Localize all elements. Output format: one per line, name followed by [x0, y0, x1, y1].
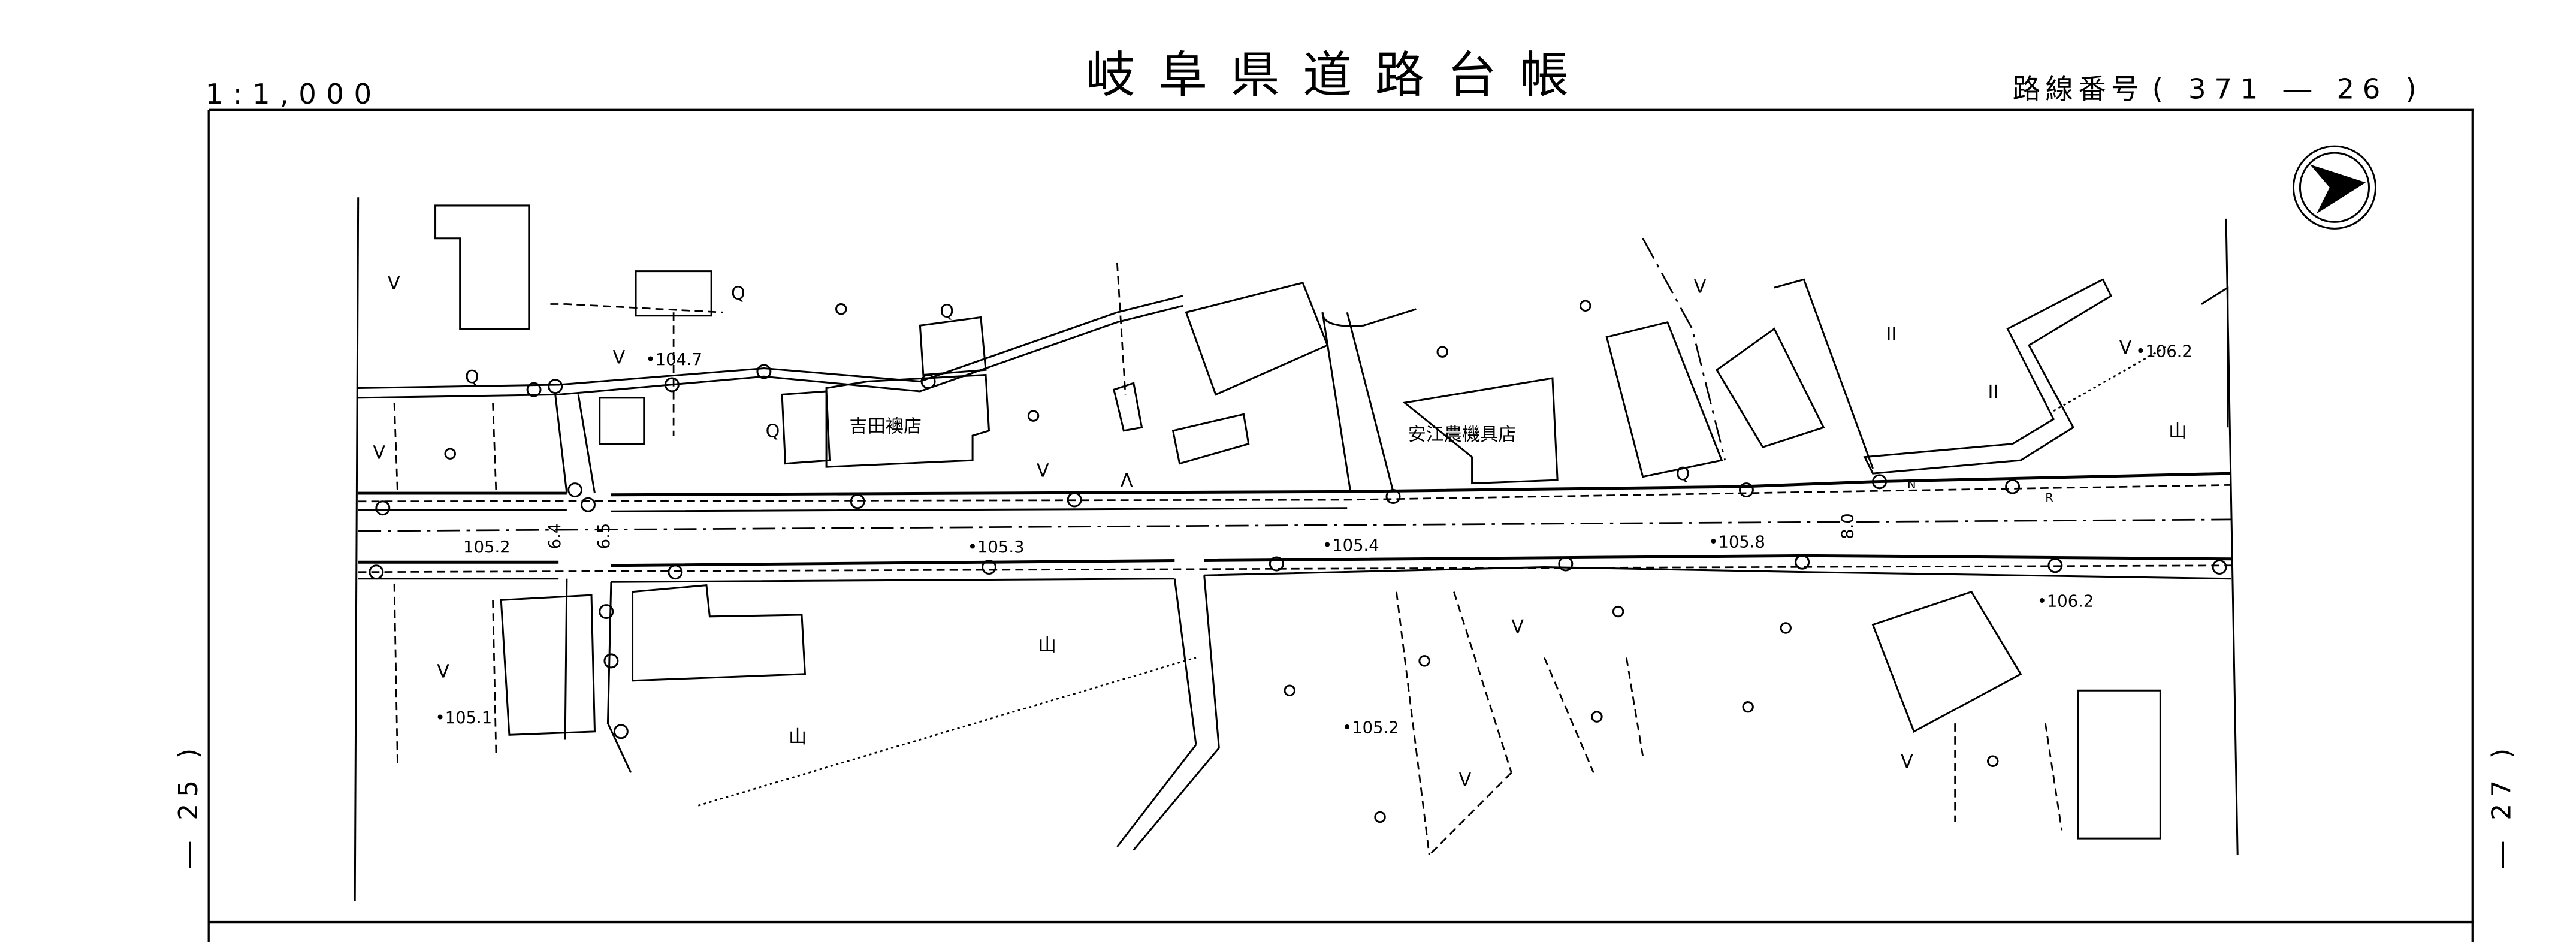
tree-symbol: Q: [731, 283, 745, 304]
pole-symbol-n: N: [1907, 478, 1916, 491]
side-streets: [358, 295, 1417, 851]
parcel-boundaries: [393, 238, 2169, 856]
land-use-symbols: V V V V V V V V V V Q Q Q Q Q II II 山 山 …: [373, 273, 2187, 791]
elevation-label: •105.4: [1322, 536, 1379, 555]
elevation-points: •104.7 105.2 •105.3 •105.4 •105.8 •106.2…: [436, 342, 2193, 737]
field-symbol: V: [1694, 276, 1707, 297]
shop-label-yasue: 安江農機具店: [1408, 424, 1517, 445]
paddy-symbol: II: [1886, 324, 1896, 345]
field-symbol: V: [388, 273, 400, 294]
main-road: [358, 472, 2231, 583]
field-symbol: V: [437, 661, 449, 682]
route-number-label: 路線番号: [2013, 73, 2144, 105]
field-symbol: V: [2119, 337, 2132, 358]
field-symbol: V: [1511, 617, 1524, 638]
field-symbol: V: [373, 442, 385, 463]
elevation-label: •105.8: [1708, 533, 1765, 552]
elevation-label: •105.1: [436, 709, 493, 727]
next-sheet-ref[interactable]: ― 27 ): [2486, 742, 2517, 868]
elevation-label: 105.2: [463, 538, 510, 557]
tree-symbol: Q: [766, 421, 780, 442]
shop-label-yoshida: 吉田襖店: [849, 416, 922, 437]
tree-symbol: Q: [1676, 464, 1690, 485]
elevation-label: •106.2: [2037, 592, 2094, 611]
scale-label: 1:1,000: [206, 78, 382, 110]
previous-sheet-ref[interactable]: ― 25 ): [173, 742, 204, 868]
road-width-label: 8.0: [1839, 513, 1858, 539]
field-symbol: V: [1901, 751, 1913, 772]
road-width-label: 6.4: [546, 523, 564, 550]
north-arrow-icon: [2292, 145, 2377, 230]
route-number-value: ( 371 ― 26 ): [2152, 73, 2425, 105]
field-symbol: V: [1037, 461, 1049, 482]
wasteland-symbol: 山: [1038, 635, 1056, 656]
elevation-label: •105.3: [968, 538, 1025, 557]
elevation-label: •104.7: [645, 351, 702, 369]
shrine-symbol: Λ: [1121, 470, 1133, 491]
field-symbol: V: [1459, 769, 1472, 790]
tree-markers: [444, 300, 1999, 823]
wasteland-symbol: 山: [789, 727, 807, 748]
buildings: [434, 204, 2229, 840]
wasteland-symbol: 山: [2169, 421, 2187, 442]
field-symbol: V: [613, 347, 626, 368]
tree-symbol: Q: [465, 367, 479, 388]
road-width-label: 6.5: [595, 523, 614, 550]
tree-symbol: Q: [940, 301, 954, 322]
paddy-symbol: II: [1988, 382, 1998, 403]
pole-symbol-r: R: [2045, 491, 2053, 505]
map-boundary-left: [354, 197, 360, 901]
manhole-symbols: [369, 364, 2227, 739]
elevation-label: •105.2: [1342, 719, 1399, 738]
elevation-label: •106.2: [2136, 342, 2193, 361]
sheet-title: 岐阜県道路台帳: [1086, 47, 1591, 104]
